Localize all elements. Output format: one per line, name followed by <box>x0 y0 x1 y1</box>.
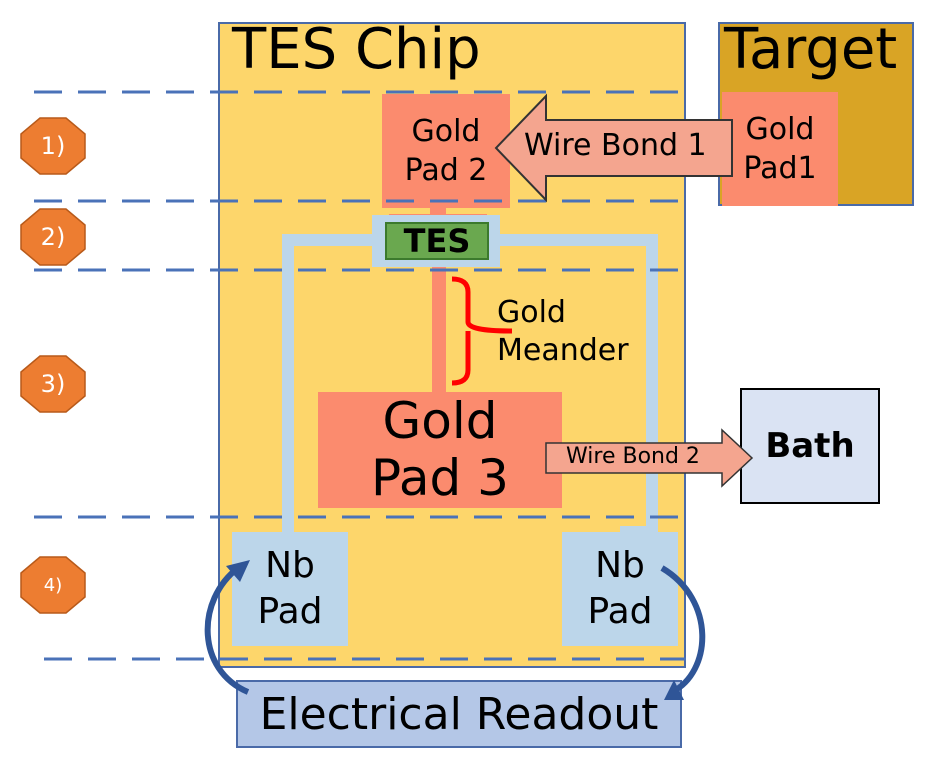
step-marker-3: 3) <box>20 355 86 413</box>
tes-sensor: TES <box>385 222 489 260</box>
step-marker-2-label: 2) <box>40 223 66 251</box>
gold-meander-trace <box>432 264 446 394</box>
gold-pad-1-label: Gold Pad1 <box>743 112 817 186</box>
nb-pad-left: Nb Pad <box>232 532 348 646</box>
electrical-readout-box: Electrical Readout <box>236 680 682 748</box>
step-marker-1-label: 1) <box>40 132 66 160</box>
gold-meander-label: Gold Meander <box>497 295 629 368</box>
gold-pad-3: Gold Pad 3 <box>318 392 562 508</box>
readout-arrow-right <box>660 565 706 695</box>
wire-bond-2-label: Wire Bond 2 <box>566 444 700 469</box>
gold-pad-2: Gold Pad 2 <box>382 94 510 208</box>
gold-pad-1: Gold Pad1 <box>722 92 838 206</box>
gold-pad-2-label: Gold Pad 2 <box>404 114 488 188</box>
step-marker-1: 1) <box>20 117 86 175</box>
step-marker-4-label: 4) <box>43 574 63 596</box>
wire-bond-1-arrow <box>494 93 733 203</box>
nb-pad-left-label: Nb Pad <box>257 544 323 632</box>
meander-bracket <box>451 276 513 386</box>
chip-title: TES Chip <box>232 17 481 82</box>
octagon-icon <box>20 208 86 266</box>
step-marker-4: 4) <box>20 556 86 614</box>
wire-bond-1-label: Wire Bond 1 <box>524 128 707 163</box>
nb-pad-right: Nb Pad <box>562 532 678 646</box>
readout-arrow-left <box>204 565 250 695</box>
nb-pad-right-label: Nb Pad <box>587 544 653 632</box>
step-marker-3-label: 3) <box>40 370 66 398</box>
nb-lead-left <box>282 234 385 532</box>
octagon-icon <box>20 556 86 614</box>
gold-pad-3-label: Gold Pad 3 <box>371 391 509 507</box>
target-title: Target <box>724 17 898 82</box>
bath-box: Bath <box>740 388 880 504</box>
octagon-icon <box>20 355 86 413</box>
step-marker-2: 2) <box>20 208 86 266</box>
readout-arrow-left-head <box>226 560 250 582</box>
octagon-icon <box>20 117 86 175</box>
readout-arrow-right-head <box>664 680 684 700</box>
wire-bond-2-arrow <box>545 428 754 488</box>
